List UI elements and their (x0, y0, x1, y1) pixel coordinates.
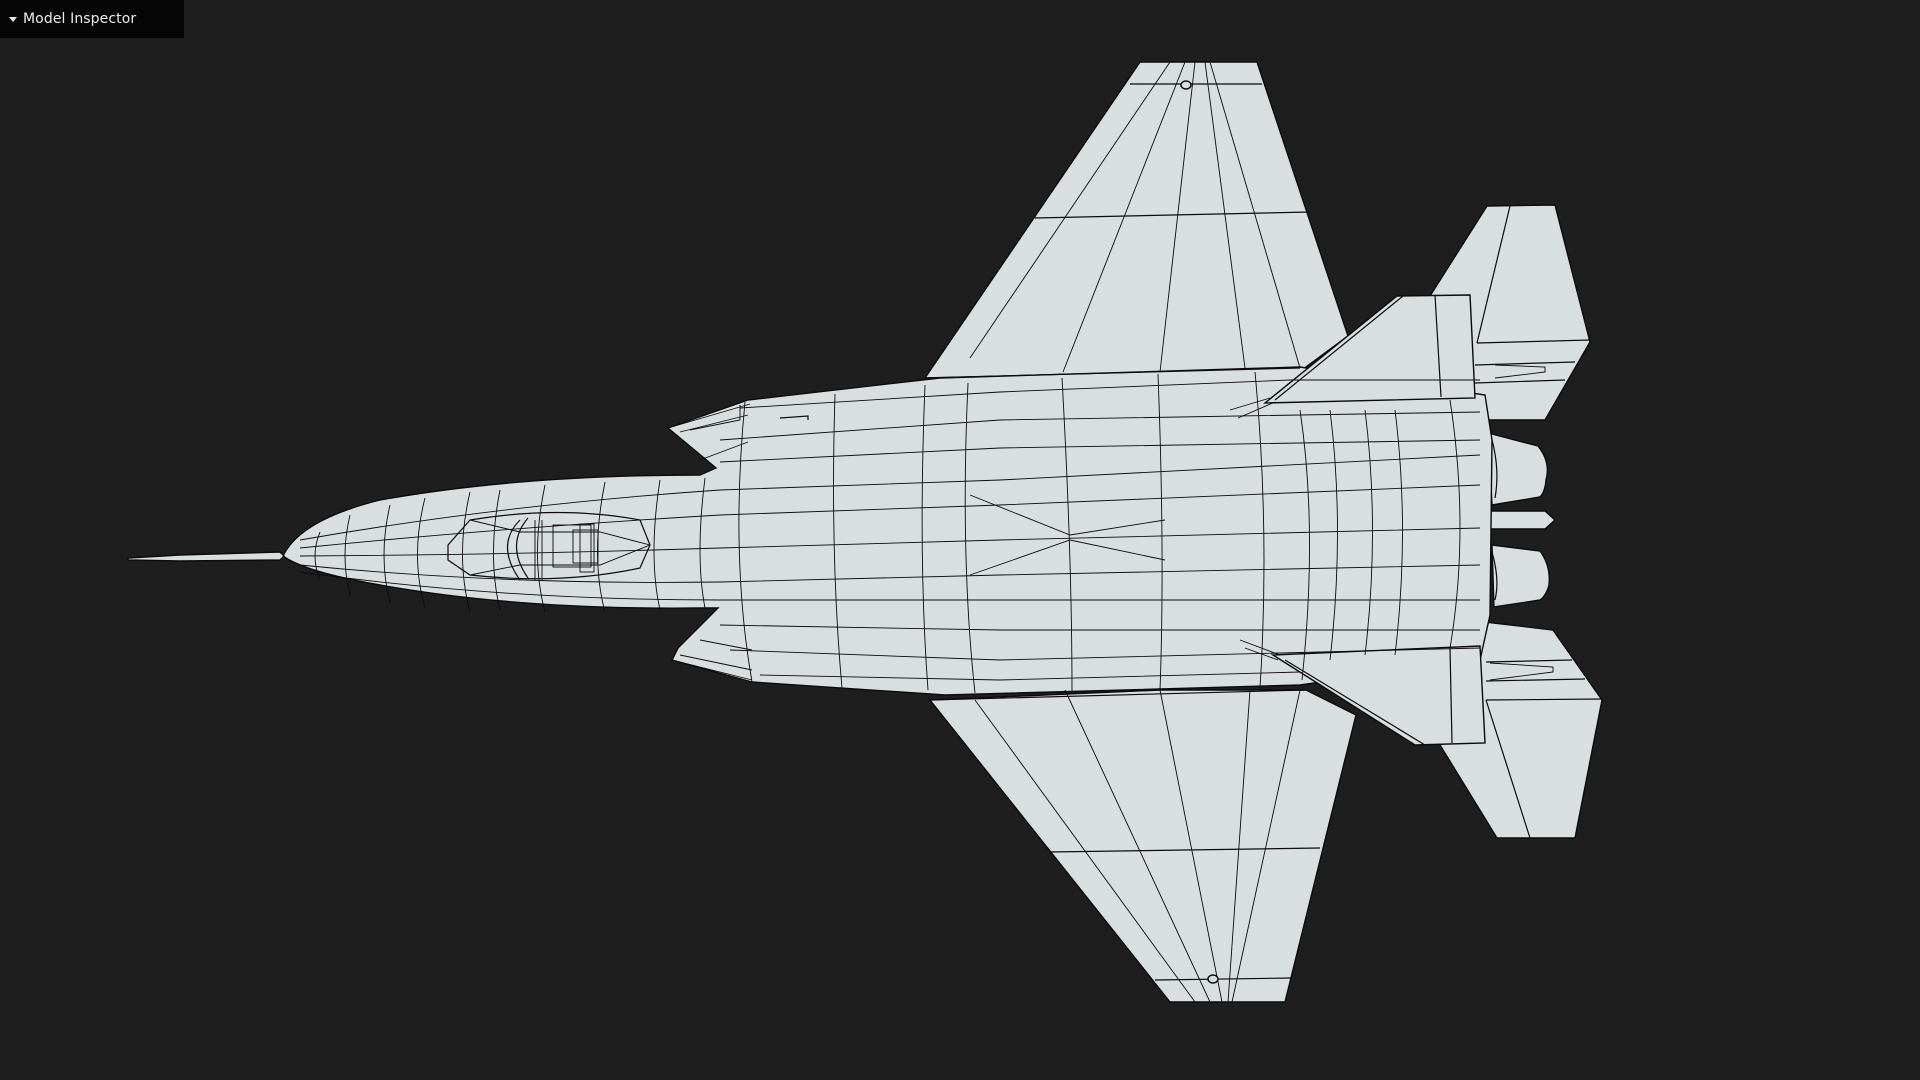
wing-bottom-wireframe (929, 689, 1321, 1003)
chine-wireframe (667, 403, 753, 681)
caret-down-icon (9, 16, 17, 22)
stabilizer-wireframe (1474, 205, 1604, 839)
fin-bottom (1270, 645, 1486, 746)
fuselage-wireframe (299, 379, 1481, 681)
fin-top (1262, 294, 1476, 404)
wing-bottom (928, 689, 1357, 1003)
wing-top-wireframe (924, 61, 1311, 379)
nozzle-top (1487, 432, 1549, 506)
model-inspector-panel-header[interactable]: Model Inspector (0, 0, 184, 38)
nozzle-bottom (1491, 544, 1550, 608)
tail-stinger (1487, 510, 1557, 530)
fuselage (282, 366, 1493, 696)
fuselage-rings (314, 371, 1498, 694)
canopy (447, 511, 651, 581)
pitot-probe (127, 551, 285, 562)
panel-title: Model Inspector (23, 11, 137, 27)
